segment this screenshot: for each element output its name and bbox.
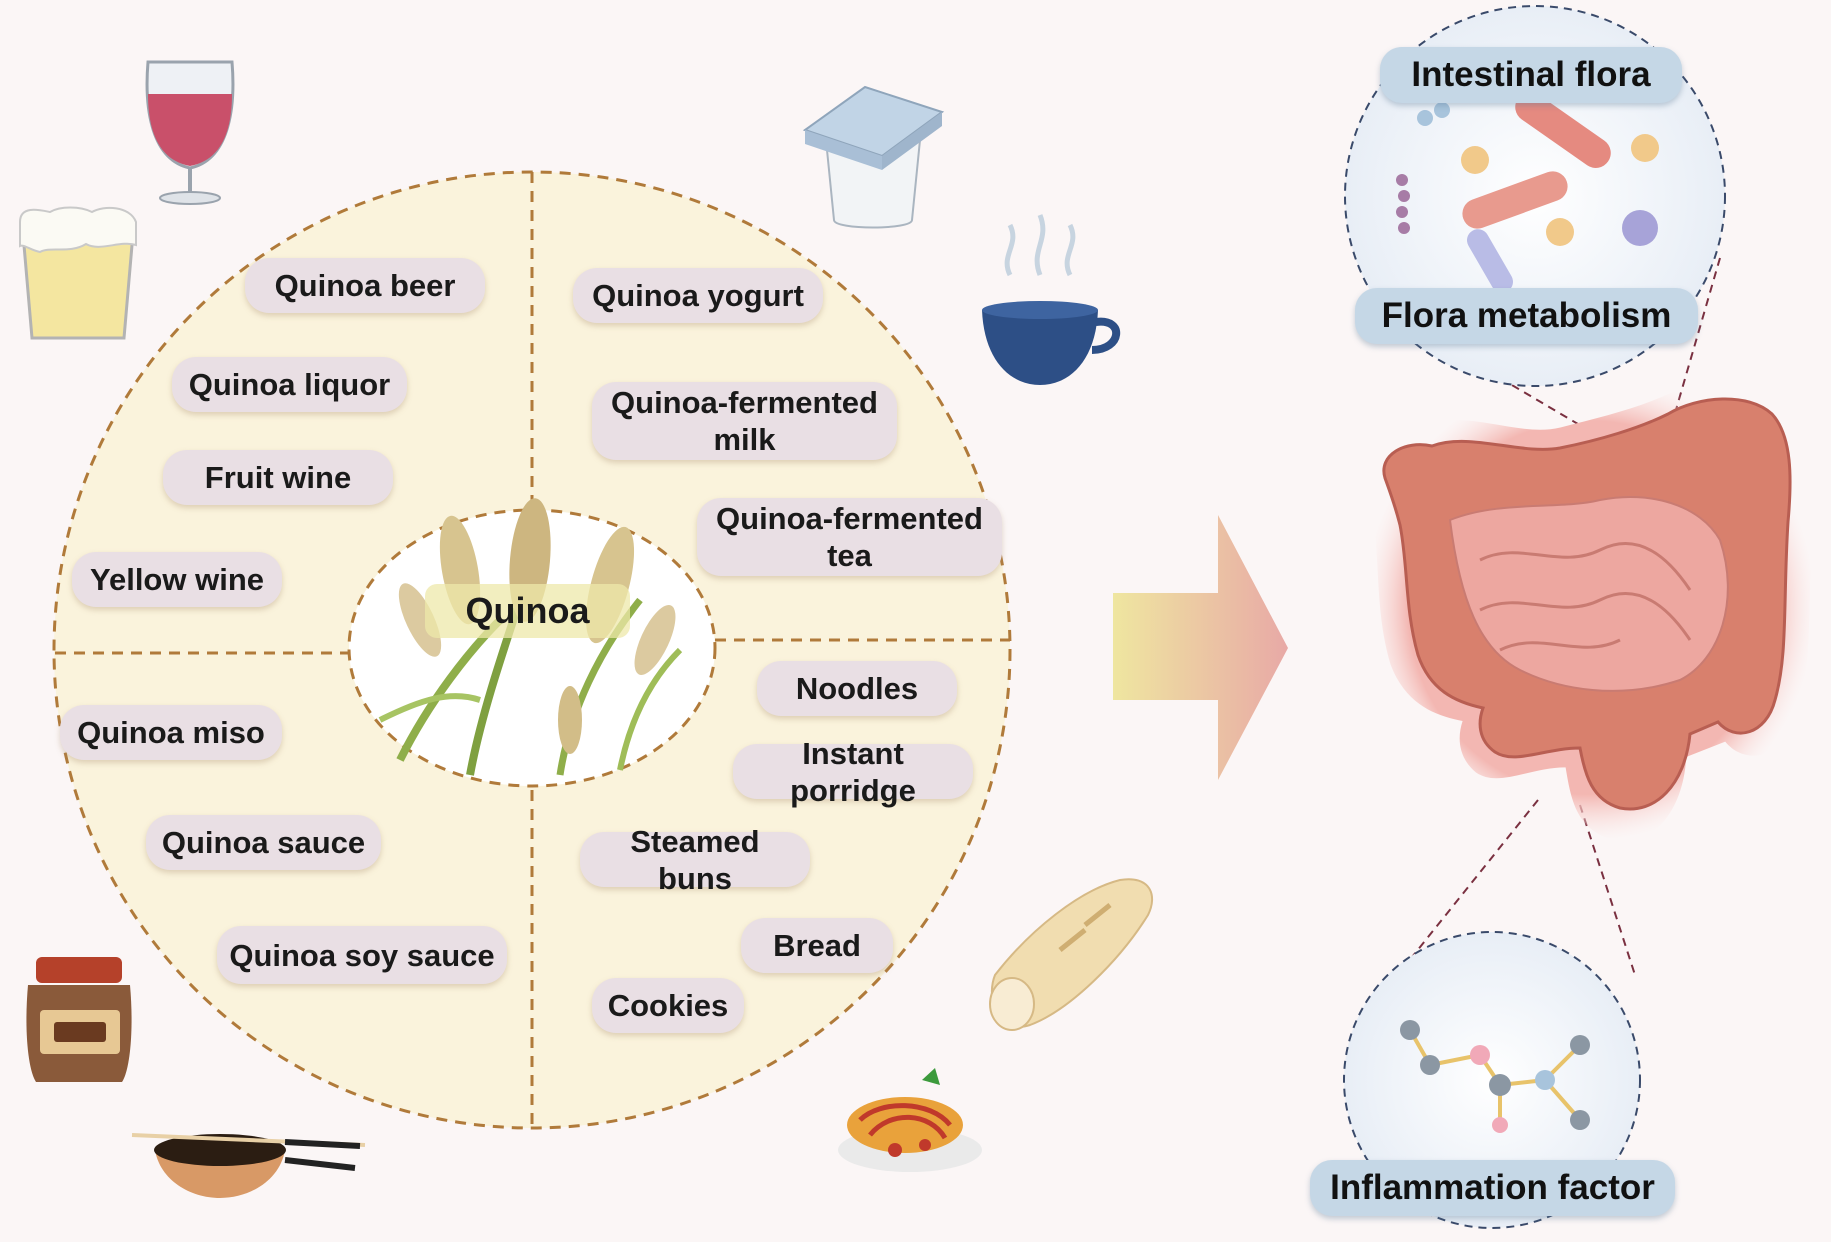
tea-cup-icon — [982, 214, 1121, 385]
pill-steamed-buns: Steamed buns — [580, 824, 810, 896]
pill-bread: Bread — [741, 918, 893, 973]
soy-sauce-bowl-icon — [131, 1133, 366, 1198]
beer-glass-icon — [19, 206, 137, 340]
pill-noodles: Noodles — [757, 661, 957, 716]
spaghetti-icon — [838, 1068, 982, 1172]
pill-quinoa-liquor: Quinoa liquor — [172, 357, 407, 412]
pill-quinoa-sauce: Quinoa sauce — [146, 815, 381, 870]
pill-quinoa-fermented-milk: Quinoa-fermented milk — [592, 382, 897, 460]
pill-quinoa-fermented-tea: Quinoa-fermented tea — [697, 498, 1002, 576]
pill-quinoa-beer: Quinoa beer — [245, 258, 485, 313]
molecule-icon — [1400, 1020, 1590, 1133]
pill-instant-porridge: Instant porridge — [733, 736, 973, 808]
baguette-icon — [989, 878, 1153, 1031]
pill-fruit-wine: Fruit wine — [163, 450, 393, 505]
arrow-icon — [1113, 515, 1288, 780]
pill-quinoa-miso: Quinoa miso — [60, 705, 282, 760]
label-inflammation-factor: Inflammation factor — [1310, 1160, 1675, 1216]
pill-yellow-wine: Yellow wine — [72, 552, 282, 607]
center-label: Quinoa — [425, 584, 630, 638]
label-flora-metabolism: Flora metabolism — [1355, 288, 1698, 344]
bacteria-icon — [1396, 92, 1659, 293]
pill-quinoa-yogurt: Quinoa yogurt — [573, 268, 823, 323]
inflammation-bubble — [1343, 931, 1641, 1229]
sauce-jar-icon — [26, 957, 132, 1082]
pill-quinoa-soy-sauce: Quinoa soy sauce — [217, 926, 507, 984]
yogurt-cup-icon — [802, 85, 945, 229]
label-intestinal-flora: Intestinal flora — [1380, 47, 1682, 103]
intestine-icon — [1362, 373, 1816, 842]
pill-cookies: Cookies — [592, 978, 744, 1033]
wine-glass-icon — [145, 60, 235, 205]
